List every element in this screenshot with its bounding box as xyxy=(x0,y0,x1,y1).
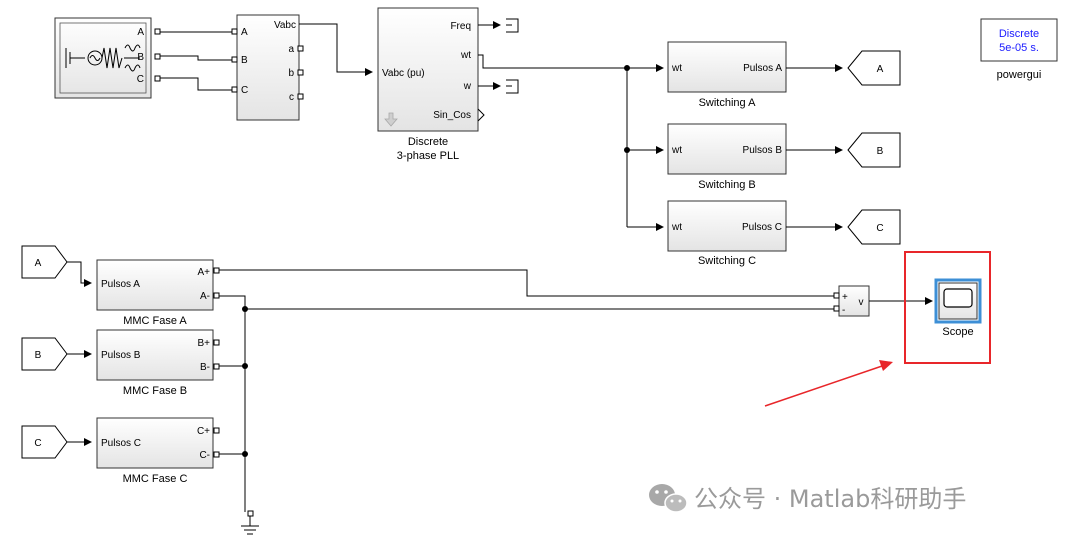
wechat-icon xyxy=(649,484,688,513)
mmc-c-in: Pulsos C xyxy=(101,438,141,449)
source-port-c: C xyxy=(137,74,144,85)
watermark: 公众号 · Matlab科研助手 xyxy=(649,484,966,513)
switching-b-in: wt xyxy=(671,145,682,156)
from-tag-a[interactable]: A xyxy=(21,245,68,279)
source-port-a: A xyxy=(137,27,144,38)
pll-out-sincos: Sin_Cos xyxy=(433,110,471,121)
wire-wt[interactable] xyxy=(478,54,628,227)
powergui-caption: powergui xyxy=(997,69,1042,81)
switching-block-b[interactable]: wt Pulsos B Switching B xyxy=(667,123,787,191)
measure-out-c: c xyxy=(289,92,294,103)
pll-caption-line1: Discrete xyxy=(408,136,448,148)
switching-b-caption: Switching B xyxy=(698,179,755,191)
wire-phase-c[interactable] xyxy=(160,77,232,91)
svg-text:A: A xyxy=(35,258,42,269)
pll-block[interactable]: Vabc (pu) Freq wt w Sin_Cos Discrete 3-p… xyxy=(377,7,485,162)
switching-block-c[interactable]: wt Pulsos C Switching C xyxy=(667,200,787,267)
measure-in-a: A xyxy=(241,27,248,38)
switching-c-caption: Switching C xyxy=(698,255,756,267)
mmc-b-caption: MMC Fase B xyxy=(123,385,187,397)
pll-out-w: w xyxy=(463,81,472,92)
pll-caption-line2: 3-phase PLL xyxy=(397,150,459,162)
svg-text:C: C xyxy=(34,438,41,449)
mmc-block-c[interactable]: Pulsos C C+ C- MMC Fase C xyxy=(96,417,220,485)
svg-text:B: B xyxy=(35,350,42,361)
scope-caption: Scope xyxy=(942,326,973,338)
mmc-b-in: Pulsos B xyxy=(101,350,141,361)
vmeas-plus: + xyxy=(842,292,848,303)
highlight-box xyxy=(904,251,991,364)
svg-text:B: B xyxy=(877,146,884,157)
measure-out-vabc: Vabc xyxy=(274,20,296,31)
mmc-b-plus: B+ xyxy=(197,338,210,349)
source-waveform-icon xyxy=(65,44,141,72)
measure-out-a: a xyxy=(288,44,294,55)
pll-in-vabc: Vabc (pu) xyxy=(382,68,425,79)
wire-neutral-bus[interactable] xyxy=(219,295,246,512)
mmc-b-minus: B- xyxy=(200,362,210,373)
switching-c-out: Pulsos C xyxy=(742,222,782,233)
switching-a-out: Pulsos A xyxy=(743,63,782,74)
pll-body[interactable] xyxy=(377,7,479,132)
terminator-w-icon xyxy=(506,79,519,94)
from-tag-b[interactable]: B xyxy=(21,337,68,371)
from-tag-c[interactable]: C xyxy=(21,425,68,459)
goto-tag-c[interactable]: C xyxy=(847,209,901,245)
pll-out-freq: Freq xyxy=(450,21,471,32)
pll-down-arrow-icon xyxy=(384,112,398,127)
switching-b-out: Pulsos B xyxy=(743,145,783,156)
mmc-a-minus: A- xyxy=(200,291,210,302)
vi-measurement-block[interactable]: A B C Vabc a b c xyxy=(231,14,304,121)
wire-vabc[interactable] xyxy=(299,23,373,76)
three-phase-source-block[interactable]: A B C xyxy=(54,17,161,99)
mmc-c-caption: MMC Fase C xyxy=(123,473,188,485)
terminator-freq-icon xyxy=(506,18,519,33)
powergui-block[interactable]: Discrete 5e-05 s. powergui xyxy=(980,18,1058,81)
pll-out-wt: wt xyxy=(460,50,471,61)
goto-tag-a[interactable]: A xyxy=(847,50,901,86)
scope-block[interactable]: Scope xyxy=(934,278,982,338)
mmc-a-caption: MMC Fase A xyxy=(123,315,187,327)
vmeas-minus: - xyxy=(842,305,845,316)
goto-tag-b[interactable]: B xyxy=(847,132,901,168)
voltage-measurement-block[interactable]: + - v xyxy=(833,285,870,317)
svg-text:C: C xyxy=(876,223,883,234)
mmc-block-b[interactable]: Pulsos B B+ B- MMC Fase B xyxy=(96,329,220,397)
mmc-c-plus: C+ xyxy=(197,426,210,437)
mmc-block-a[interactable]: Pulsos A A+ A- MMC Fase A xyxy=(96,259,220,327)
wire-a-plus[interactable] xyxy=(219,269,834,297)
mmc-a-plus: A+ xyxy=(197,267,210,278)
measure-body[interactable] xyxy=(236,14,300,121)
powergui-line2: 5e-05 s. xyxy=(999,42,1039,54)
powergui-line1: Discrete xyxy=(999,28,1039,40)
pointer-arrow-icon xyxy=(764,360,893,407)
watermark-text: 公众号 · Matlab科研助手 xyxy=(694,485,966,513)
switching-a-in: wt xyxy=(671,63,682,74)
scope-screen-icon xyxy=(943,288,973,308)
mmc-c-minus: C- xyxy=(199,450,210,461)
svg-text:A: A xyxy=(877,64,884,75)
measure-out-b: b xyxy=(288,68,294,79)
measure-in-c: C xyxy=(241,85,248,96)
switching-a-caption: Switching A xyxy=(699,97,757,109)
ground-icon[interactable] xyxy=(241,510,259,535)
measure-in-b: B xyxy=(241,55,248,66)
wire-phase-b[interactable] xyxy=(160,55,232,61)
source-port-b: B xyxy=(137,52,144,63)
switching-c-in: wt xyxy=(671,222,682,233)
switching-block-a[interactable]: wt Pulsos A Switching A xyxy=(667,41,787,109)
mmc-a-in: Pulsos A xyxy=(101,279,140,290)
vmeas-out: v xyxy=(859,297,864,308)
scope-selection-frame xyxy=(934,278,982,324)
